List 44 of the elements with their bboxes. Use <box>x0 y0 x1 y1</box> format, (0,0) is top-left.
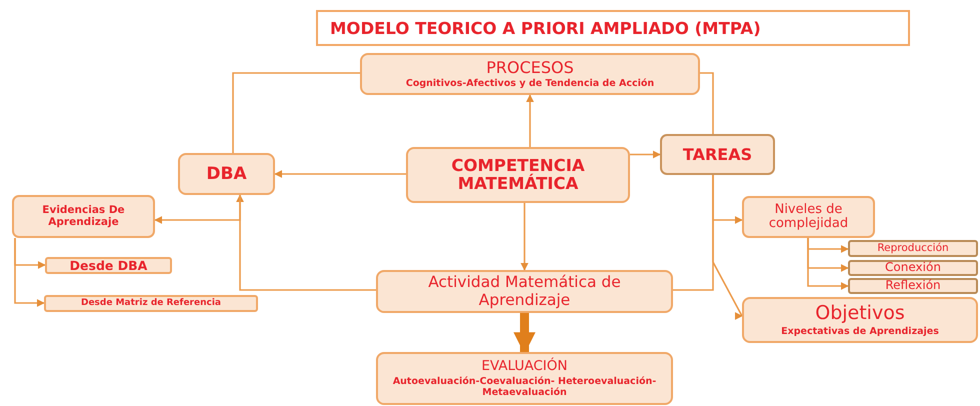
node-heading: Reflexión <box>885 279 941 293</box>
node-heading: Conexión <box>885 261 941 275</box>
node-heading: EVALUACIÓN <box>482 358 568 374</box>
node-heading: Objetivos <box>815 302 905 324</box>
concept-box <box>360 53 700 95</box>
concept-box <box>660 134 775 175</box>
concept-box <box>45 257 172 274</box>
concept-box <box>376 270 673 313</box>
arrow <box>236 194 376 291</box>
node-heading: Niveles de complejidad <box>768 202 850 232</box>
concept-box <box>376 352 673 405</box>
thick-arrow <box>514 313 536 354</box>
node-heading: PROCESOS <box>486 58 574 76</box>
concept-box <box>178 153 275 195</box>
node-subtitle: Autoevaluación-Coevaluación- Heteroevaluación-Metaevaluación <box>392 376 658 398</box>
concept-box <box>848 278 978 294</box>
concept-box <box>44 295 258 312</box>
arrow <box>14 238 45 307</box>
arrow <box>154 195 241 224</box>
arrow <box>274 170 406 178</box>
concept-box <box>848 240 978 257</box>
node-heading: Evidencias De Aprendizaje <box>41 204 126 228</box>
concept-box <box>742 196 875 238</box>
node-heading: COMPETENCIA MATEMÁTICA <box>450 156 586 194</box>
concept-box <box>742 297 978 343</box>
node-heading: TAREAS <box>682 146 752 164</box>
node-subtitle: Cognitivos-Afectivos y de Tendencia de Acción <box>406 78 654 90</box>
arrow <box>520 203 528 271</box>
central-concept-box <box>406 147 630 203</box>
diagram-title: MODELO TEORICO A PRIORI AMPLIADO (MTPA) <box>316 10 910 46</box>
node-heading: Actividad Matemática de Aprendizaje <box>427 274 622 309</box>
arrow <box>807 238 849 290</box>
concept-box <box>848 260 978 276</box>
node-subtitle: Expectativas de Aprendizajes <box>781 326 939 338</box>
arrow <box>526 94 534 147</box>
connector-line <box>673 175 714 291</box>
connector-line <box>232 72 360 153</box>
node-heading: Desde Matriz de Referencia <box>80 298 221 308</box>
node-heading: Reproducción <box>877 242 949 254</box>
node-heading: DBA <box>206 164 247 184</box>
node-heading: Desde DBA <box>70 258 148 272</box>
concept-box <box>12 195 155 238</box>
connector-line <box>700 72 714 134</box>
arrow <box>630 150 661 158</box>
